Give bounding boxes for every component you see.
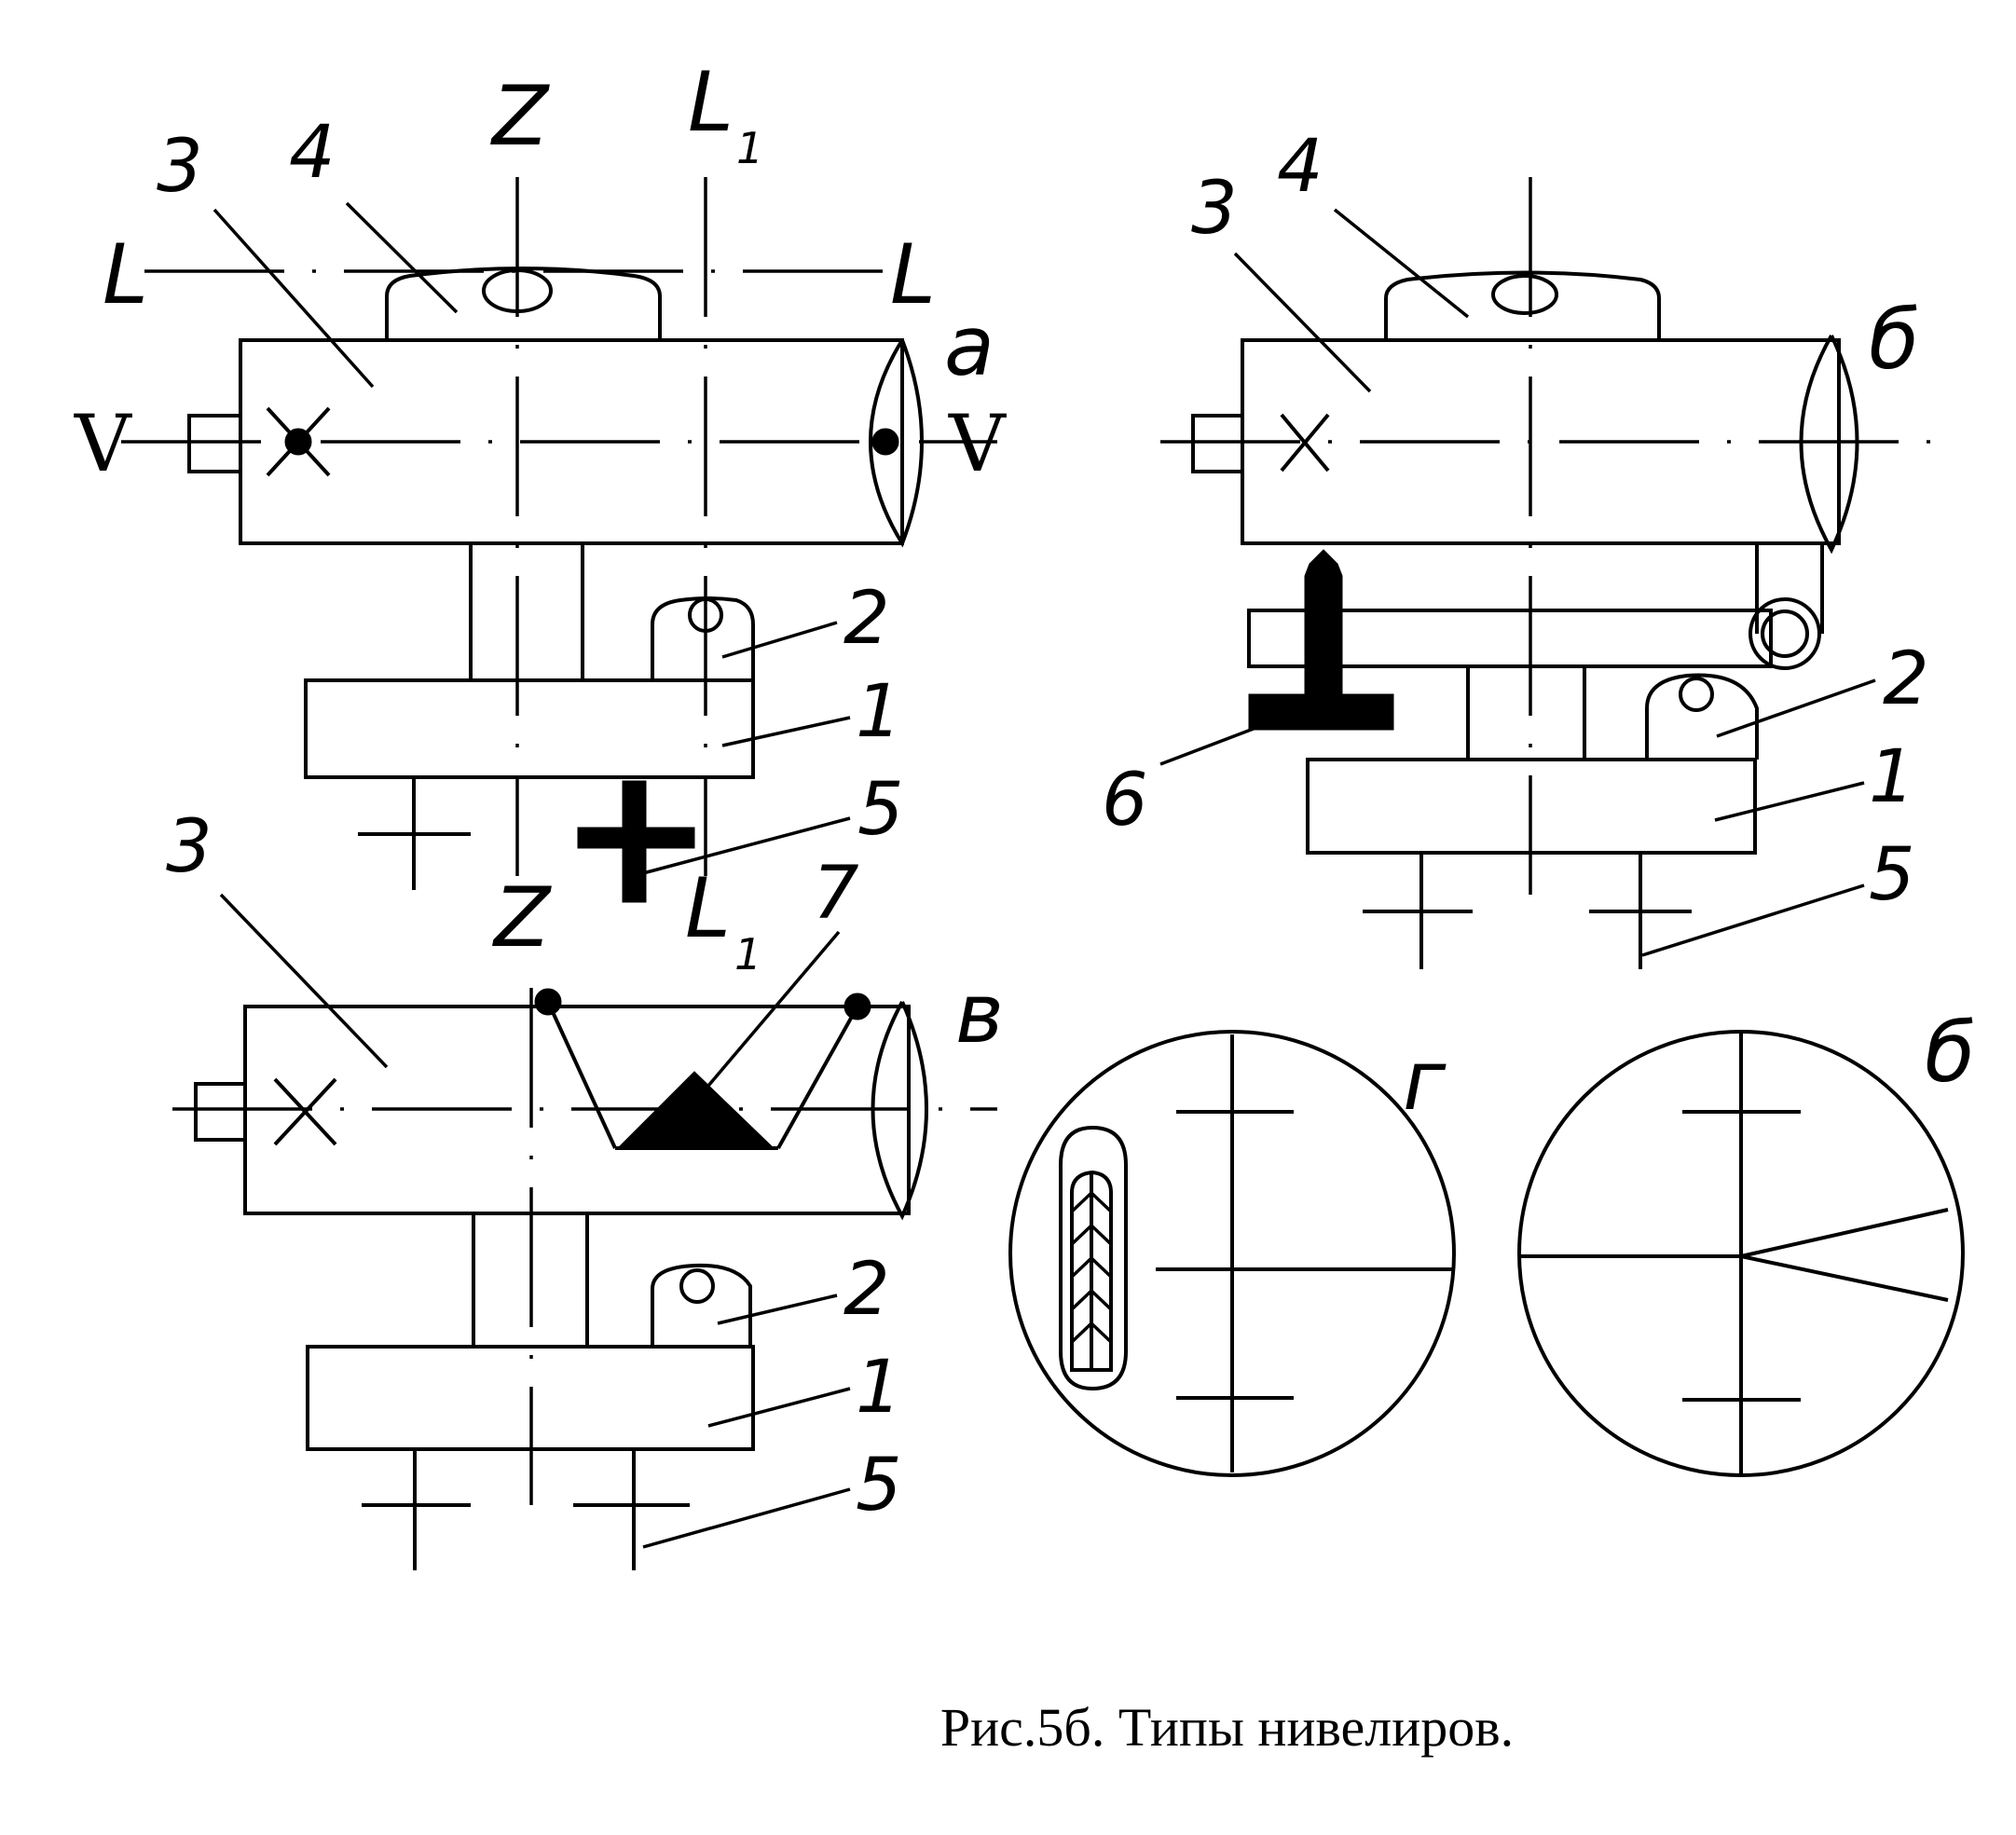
level-vial-a [385, 267, 662, 340]
figure-caption: Рис.5б. Типы нивелиров. [939, 1697, 1515, 1758]
part-5-b: 5 [1869, 833, 1915, 917]
part-2-a: 2 [843, 577, 890, 661]
panel-label-b: б [1869, 292, 1919, 388]
part-3-a: 3 [157, 125, 203, 209]
level-vial-b [1384, 270, 1661, 340]
label-Z-top: Z [490, 68, 550, 164]
hinge-b [1749, 597, 1821, 670]
part-5-a: 5 [857, 768, 904, 852]
label-Z-bottom: Z [492, 870, 552, 965]
panel-label-g: г [1403, 1033, 1447, 1129]
contact-bubble [1059, 1125, 1128, 1391]
part-1-b: 1 [1869, 735, 1915, 819]
part-5-v: 5 [856, 1444, 902, 1527]
part-2-v: 2 [843, 1248, 890, 1332]
label-L1-top: L [688, 54, 734, 150]
part-7-v: 7 [813, 852, 859, 936]
panel-label-d: б [1925, 1005, 1975, 1101]
part-2-b: 2 [1883, 637, 1929, 721]
part-3-b: 3 [1191, 167, 1238, 251]
elevating-screw-b [1304, 549, 1343, 700]
panel-d: б [1517, 1005, 1975, 1477]
panel-b: б 3 4 2 1 5 6 [1102, 125, 1934, 969]
label-L1-bottom-sub: 1 [734, 929, 761, 979]
compensator-wire-right [776, 1006, 859, 1149]
panel-label-a: а [944, 298, 994, 394]
label-V-left: V [74, 398, 132, 489]
label-L1-top-sub: 1 [736, 123, 763, 173]
part-4-b: 4 [1277, 125, 1323, 209]
part-4-a: 4 [289, 111, 336, 195]
panel-v: в 3 7 2 1 5 [166, 805, 1004, 1570]
panel-a: Z L 1 L L V V а Z L 1 3 4 2 1 5 [74, 54, 1007, 979]
field-of-view-g [1008, 1030, 1456, 1477]
label-L-left: L [103, 226, 148, 322]
eyepiece-a [187, 414, 242, 473]
objective-lens-a [869, 338, 924, 548]
objective-lens-b [1799, 335, 1859, 555]
part-6-b: 6 [1102, 759, 1148, 842]
part-1-v: 1 [856, 1346, 902, 1430]
label-L-right: L [890, 226, 936, 322]
label-V-right: V [948, 398, 1007, 489]
panel-label-v: в [955, 965, 1004, 1061]
panel-g: г [1008, 1030, 1456, 1477]
compensator-wire-left [546, 1001, 617, 1149]
screw-2-b [1645, 673, 1759, 760]
tribrach-a [304, 678, 755, 779]
objective-lens-v [871, 1001, 928, 1221]
part-3-v: 3 [166, 805, 213, 889]
label-L1-bottom: L [685, 860, 731, 956]
elevating-screw-a [651, 596, 755, 680]
part-1-a: 1 [856, 670, 902, 754]
